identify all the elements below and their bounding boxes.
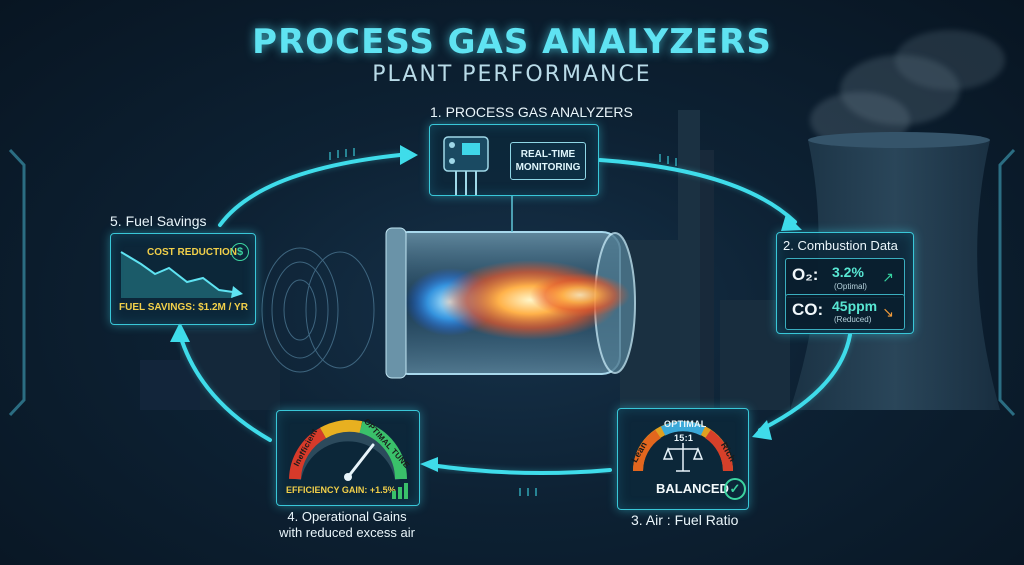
cost-reduction-label: COST REDUCTION [147, 247, 237, 258]
analyzer-device-icon [443, 136, 489, 195]
fuel-savings-value: FUEL SAVINGS: $1.2M / YR [119, 302, 248, 313]
co-row: CO: 45ppm (Reduced) ↘ [785, 294, 905, 330]
page-title: PROCESS GAS ANALYZERS [252, 22, 772, 62]
o2-row: O₂: 3.2% (Optimal) ↗ [785, 258, 905, 298]
up-arrow-icon: ↗ [882, 269, 894, 285]
o2-value: 3.2% [832, 264, 864, 280]
o2-symbol: O₂: [792, 265, 819, 284]
step5-label: 5. Fuel Savings [110, 213, 207, 229]
trend-down-icon [120, 251, 243, 298]
optimal-label: OPTIMAL [664, 419, 707, 429]
step4-label: 4. Operational Gains with reduced excess… [262, 509, 432, 541]
efficiency-gauge [289, 419, 407, 481]
step1-label: 1. PROCESS GAS ANALYZERS [430, 104, 633, 120]
step3-card: Lean OPTIMAL Rich 15:1 BALANCED ✓ [617, 408, 749, 510]
step3-label: 3. Air : Fuel Ratio [631, 512, 739, 528]
co-value: 45ppm [832, 298, 878, 314]
check-icon: ✓ [724, 478, 746, 500]
ratio-gauge [633, 421, 733, 472]
step4-line1: 4. Operational Gains [287, 509, 407, 524]
step4-card: Inefficient OPTIMAL TUNE EFFICIENCY GAIN… [276, 410, 420, 506]
page-subtitle: PLANT PERFORMANCE [372, 62, 652, 87]
monitor-line2: MONITORING [515, 162, 581, 173]
efficiency-gain: EFFICIENCY GAIN: +1.5% [286, 485, 396, 495]
ratio-value: 15:1 [674, 433, 694, 443]
scale-icon [662, 443, 704, 472]
step2-label: 2. Combustion Data [783, 238, 898, 253]
step4-line2: with reduced excess air [279, 525, 415, 540]
bar-chart-icon [392, 483, 408, 499]
balanced-status: BALANCED [656, 481, 729, 496]
dollar-icon: $ [231, 243, 249, 261]
step2-card: 2. Combustion Data O₂: 3.2% (Optimal) ↗ … [776, 232, 914, 334]
o2-note: (Optimal) [834, 282, 867, 291]
monitor-icon: REAL-TIME MONITORING [510, 142, 586, 180]
co-symbol: CO: [792, 300, 824, 319]
monitor-line1: REAL-TIME [520, 149, 576, 160]
co-note: (Reduced) [834, 315, 872, 324]
step5-card: COST REDUCTION $ FUEL SAVINGS: $1.2M / Y… [110, 233, 256, 325]
down-arrow-icon: ↘ [882, 304, 894, 320]
